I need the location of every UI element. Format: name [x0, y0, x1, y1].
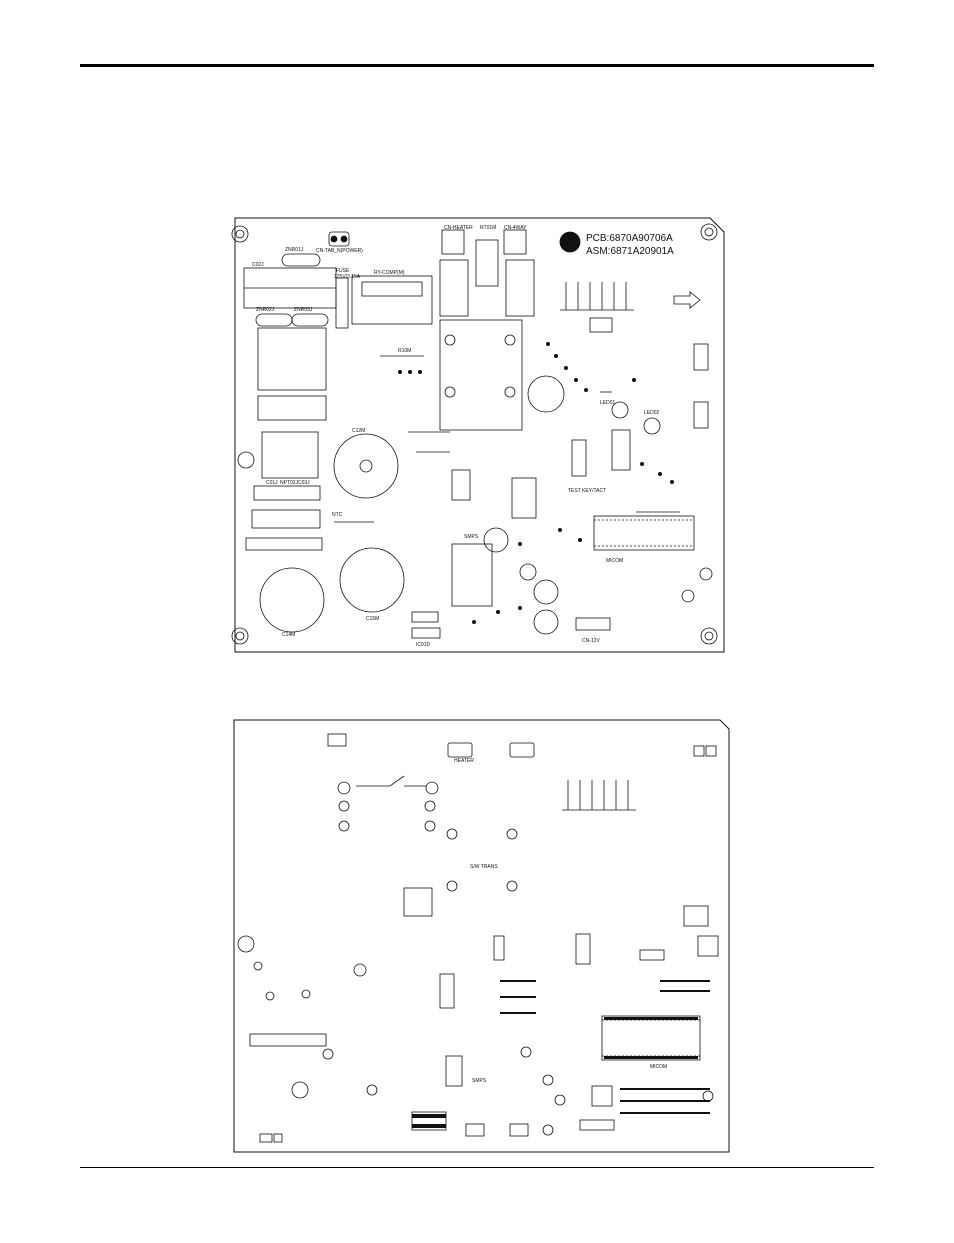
svg-text:HEATER: HEATER — [454, 758, 474, 764]
svg-text:C12M: C12M — [352, 428, 365, 434]
pcb-number: PCB:6870A90706A — [586, 233, 673, 244]
bottom-board-outline — [233, 719, 730, 1153]
svg-text:ZNR03J: ZNR03J — [294, 307, 313, 313]
sw-transformer — [439, 319, 523, 431]
svg-text:CN-4WAY: CN-4WAY — [504, 225, 527, 231]
svg-text:C03J: C03J — [298, 480, 310, 486]
header-rule — [80, 64, 874, 67]
svg-text:TEST KEY/TACT: TEST KEY/TACT — [568, 488, 606, 494]
mount-hole — [231, 225, 249, 243]
svg-text:RY-COMP(M): RY-COMP(M) — [374, 270, 405, 276]
svg-text:SMPS: SMPS — [464, 534, 479, 540]
svg-text:RT01M: RT01M — [480, 225, 496, 231]
lg-logo — [559, 231, 581, 253]
svg-text:MICOM: MICOM — [606, 558, 623, 564]
svg-text:LED02: LED02 — [644, 410, 660, 416]
svg-text:CN-TAB_N(POWER): CN-TAB_N(POWER) — [316, 248, 363, 254]
svg-text:C01J: C01J — [266, 480, 278, 486]
svg-text:ZNR02J: ZNR02J — [256, 307, 275, 313]
capacitor-c15m — [339, 547, 405, 613]
svg-text:LED01: LED01 — [600, 400, 616, 406]
svg-text:125V/3.15A: 125V/3.15A — [334, 274, 361, 280]
footer-rule — [80, 1167, 874, 1168]
svg-text:CN-HEATER: CN-HEATER — [444, 225, 473, 231]
svg-text:CN-12V: CN-12V — [582, 638, 600, 644]
svg-text:MICOM: MICOM — [650, 1064, 667, 1070]
svg-text:C15M: C15M — [366, 616, 379, 622]
svg-text:NPT02J: NPT02J — [280, 480, 299, 486]
asm-number: ASM:6871A20901A — [586, 246, 674, 257]
svg-text:C02J: C02J — [252, 262, 264, 268]
top-board-outline — [234, 217, 725, 653]
svg-text:NTC: NTC — [332, 512, 343, 518]
capacitor-c12m — [333, 433, 399, 499]
micom-chip — [593, 515, 695, 551]
capacitor-c14m — [259, 567, 325, 633]
bottom-micom-footprint — [601, 1015, 701, 1061]
svg-text:IC01D: IC01D — [416, 642, 431, 648]
svg-text:FUSE: FUSE — [336, 268, 350, 274]
svg-text:SMPS: SMPS — [472, 1078, 487, 1084]
svg-text:C14M: C14M — [282, 632, 295, 638]
svg-text:S/W TRANS: S/W TRANS — [470, 864, 498, 870]
svg-text:R10M: R10M — [398, 348, 411, 354]
svg-text:ZNR01J: ZNR01J — [285, 247, 304, 253]
